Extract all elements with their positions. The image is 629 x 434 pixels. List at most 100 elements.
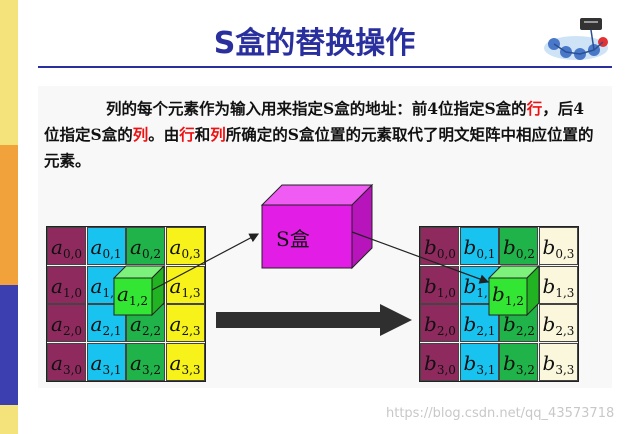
desc-col-word: 列 (132, 125, 149, 144)
cell-subscript: 0,2 (515, 247, 535, 261)
cell-symbol: b (463, 350, 477, 375)
cell-subscript: 3,3 (555, 362, 575, 377)
matrix-cell: a2,3 (165, 304, 205, 342)
cell-symbol: a (51, 235, 63, 259)
cell-subscript: 2,1 (102, 324, 122, 338)
cell-symbol: b (424, 235, 437, 259)
matrix-cell: b3,3 (538, 342, 578, 381)
accent-segment-yellow (0, 0, 18, 145)
matrix-cell: a2,2 (126, 304, 165, 342)
network-logo-icon (544, 18, 608, 60)
arrow-from-sbox (351, 231, 490, 284)
sbox-label: S盒 (276, 227, 310, 251)
cell-symbol: b (424, 273, 437, 298)
cell-symbol: a (169, 350, 182, 375)
cell-subscript: 3,2 (141, 362, 162, 377)
matrix-cell: b0,3 (538, 227, 578, 265)
cell-symbol: b (424, 312, 437, 336)
matrix-cell: b1,3 (538, 265, 578, 304)
output-highlight-cube (487, 264, 541, 317)
cell-symbol: a (169, 235, 182, 259)
desc-text-2: ，后4位指定S盒的 (44, 99, 584, 144)
cell-symbol: b (542, 312, 556, 336)
desc-row-word-2: 行 (179, 125, 195, 144)
cell-symbol: a (169, 312, 182, 336)
cell-symbol: a (51, 350, 63, 375)
output-highlight-label: b1,2 (492, 282, 524, 308)
matrix-cell: a0,2 (126, 227, 165, 265)
desc-text-3: 。由 (148, 125, 180, 144)
matrix-cell: b3,2 (499, 342, 538, 381)
cell-subscript: 1,3 (181, 285, 201, 300)
cell-symbol: b (542, 235, 556, 259)
cell-subscript: 2,3 (181, 324, 201, 338)
title-underline (38, 66, 612, 68)
matrix-cell: a3,0 (47, 342, 86, 381)
cell-symbol: b (542, 350, 556, 375)
matrix-cell: a0,1 (86, 227, 126, 265)
cell-subscript: 3,3 (181, 362, 201, 377)
cell-symbol: b (463, 235, 477, 259)
desc-text-5: 所确定的S盒位置的元素取代了明文矩阵中相应位置的元素。 (44, 125, 594, 170)
cell-symbol: b (503, 235, 516, 259)
cell-symbol: b (424, 350, 437, 375)
accent-segment-blue (0, 285, 18, 405)
matrix-cell: a1,0 (47, 265, 86, 304)
cell-symbol: b (463, 312, 477, 336)
matrix-cell: a3,2 (126, 342, 165, 381)
description-paragraph: 列的每个元素作为输入用来指定S盒的地址：前4位指定S盒的行，后4位指定S盒的列。… (44, 96, 594, 174)
output-highlight-sub: 1,2 (504, 294, 524, 308)
cell-subscript: 0,1 (102, 247, 122, 261)
matrix-cell: a3,1 (86, 342, 126, 381)
cell-subscript: 2,2 (141, 324, 162, 338)
matrix-cell: b2,3 (538, 304, 578, 342)
desc-text-1: 列的每个元素作为输入用来指定S盒的地址：前4位指定S盒的 (106, 99, 527, 118)
cell-symbol: a (90, 273, 103, 298)
matrix-cell: a3,3 (165, 342, 205, 381)
cell-subscript: 3,0 (62, 362, 83, 377)
input-highlight-label: a1,2 (117, 282, 148, 308)
watermark-text: https://blog.csdn.net/qq_43573718 (386, 406, 615, 421)
matrix-cell: b2,0 (420, 304, 459, 342)
cell-symbol: b (503, 312, 516, 336)
cell-symbol: a (90, 350, 103, 375)
input-state-matrix: a0,0a0,1a0,2a0,3a1,0a1,1a1,2a1,3a2,0a2,1… (46, 226, 206, 382)
desc-text-4: 和 (194, 125, 211, 144)
cell-symbol: b (542, 273, 556, 298)
cell-subscript: 2,1 (476, 324, 496, 338)
sbox-cube (260, 183, 374, 270)
matrix-cell: b3,0 (420, 342, 459, 381)
accent-segment-yellow-bottom (0, 405, 18, 434)
cell-subscript: 3,1 (476, 362, 496, 377)
cell-subscript: 3,1 (102, 362, 122, 377)
cell-subscript: 2,2 (515, 324, 535, 338)
cell-subscript: 0,3 (181, 247, 201, 261)
output-highlight-symbol: b (492, 282, 505, 306)
cell-subscript: 0,0 (62, 247, 83, 261)
cell-subscript: 1,0 (62, 285, 83, 300)
matrix-cell: a2,0 (47, 304, 86, 342)
cell-subscript: 2,3 (555, 324, 575, 338)
input-highlight-sub: 1,2 (128, 294, 149, 308)
accent-segment-orange (0, 145, 18, 285)
cell-subscript: 0,3 (555, 247, 575, 261)
slide-title: S盒的替换操作 (213, 26, 416, 61)
cell-symbol: a (130, 350, 142, 375)
matrix-cell: b0,1 (459, 227, 499, 265)
matrix-cell: b1,0 (420, 265, 459, 304)
matrix-cell: a1,3 (165, 265, 205, 304)
cell-subscript: 2,0 (436, 324, 456, 338)
cell-symbol: a (90, 235, 103, 259)
cell-symbol: a (90, 312, 103, 336)
left-accent-bar (0, 0, 18, 434)
cell-symbol: a (51, 312, 63, 336)
cell-subscript: 3,2 (515, 362, 535, 377)
cell-symbol: a (51, 273, 63, 298)
cell-subscript: 0,0 (436, 247, 456, 261)
cell-subscript: 3,0 (436, 362, 456, 377)
transform-arrow (216, 304, 412, 336)
input-highlight-symbol: a (117, 282, 129, 306)
desc-col-word-2: 列 (210, 125, 226, 144)
cell-symbol: b (463, 273, 477, 298)
cell-subscript: 2,0 (62, 324, 83, 338)
